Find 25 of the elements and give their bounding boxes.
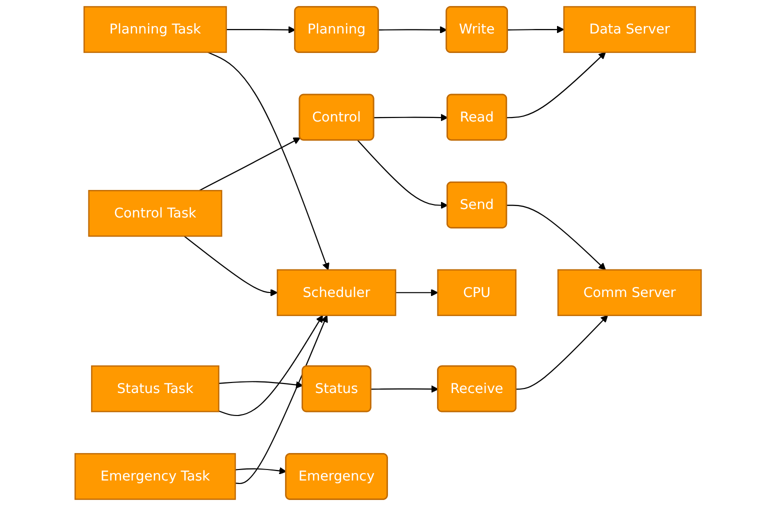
arrow [516,315,608,390]
node-box: Scheduler [277,269,397,316]
node-box: CPU [438,269,517,316]
arrow [507,204,606,270]
arrow [208,52,330,270]
node-box: Status Task [91,365,220,412]
arrow [236,315,328,484]
arrow [184,236,278,296]
node-box: Data Server [564,6,696,53]
arrow [378,26,448,34]
node-box: Control Task [88,190,223,237]
node-box: Comm Server [558,269,702,316]
arrow [199,137,301,192]
arrow [374,114,448,122]
arrow [358,140,448,209]
node-box: Planning Task [84,6,228,53]
arrow [507,52,606,118]
arrow [396,288,438,296]
arrow [508,26,565,34]
arrow [371,385,439,393]
arrow [219,381,304,389]
arrow [236,467,287,474]
arrow [226,26,296,34]
arrow [218,315,324,416]
node-box: Emergency Task [74,453,236,500]
